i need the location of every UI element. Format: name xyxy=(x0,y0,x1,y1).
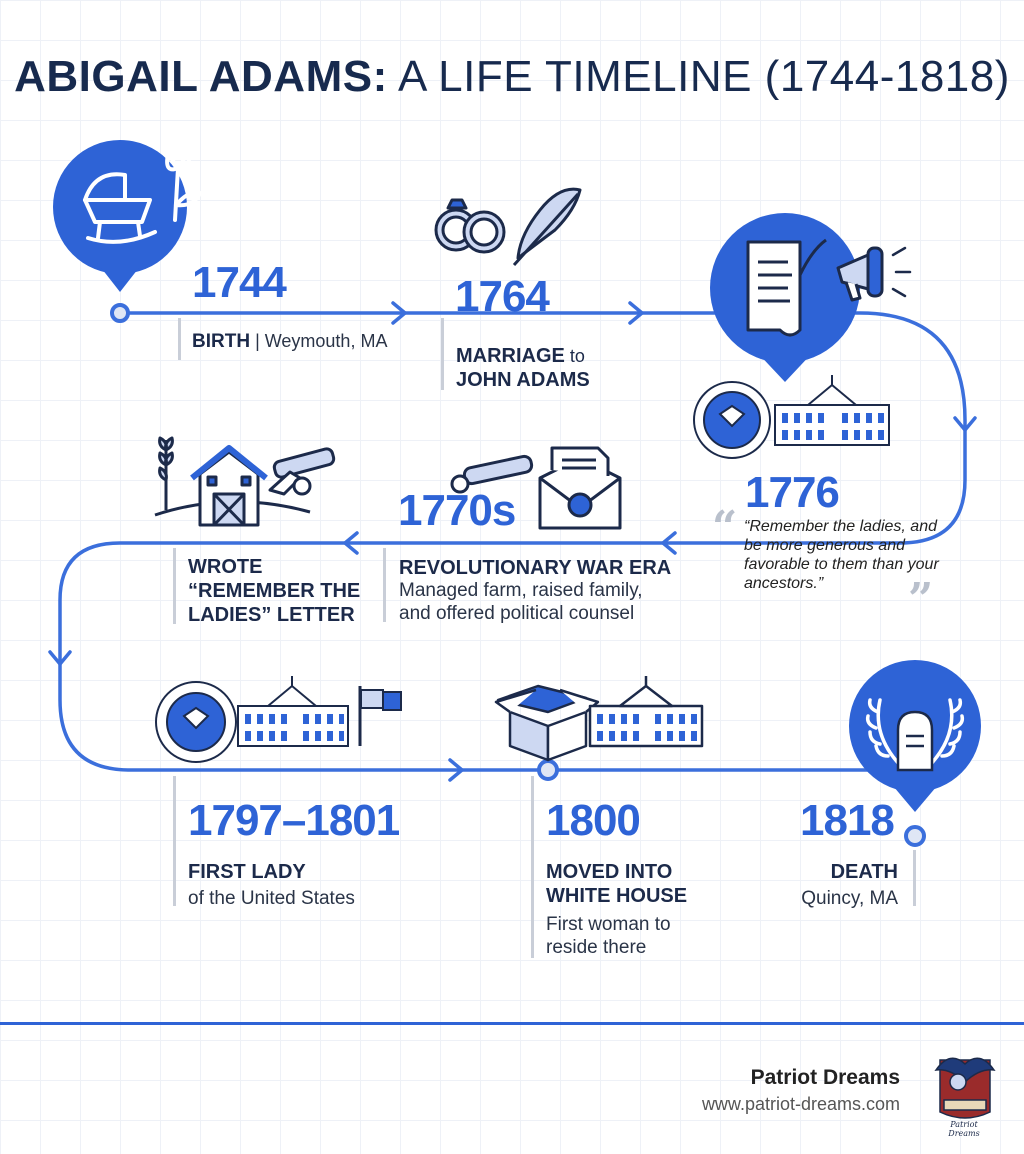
patriot-dreams-logo xyxy=(934,1057,996,1119)
quote-close-mark: ” xyxy=(908,574,934,625)
event-letter-label: WROTE “REMEMBER THE LADIES” LETTER xyxy=(188,556,361,626)
cradle-icon xyxy=(53,140,202,292)
event-1744-label: BIRTH xyxy=(192,331,251,352)
divider-1764 xyxy=(441,318,444,390)
divider-1744 xyxy=(178,318,181,360)
event-1770s-detail: Managed farm, raised family, and offered… xyxy=(399,580,643,624)
divider-1818 xyxy=(913,850,916,906)
event-1764-label-small: to xyxy=(564,346,585,366)
event-1800-detail: First woman to reside there xyxy=(546,914,671,958)
event-1764-label2: JOHN ADAMS xyxy=(456,369,590,391)
brand-url[interactable]: www.patriot-dreams.com xyxy=(701,1094,900,1114)
divider-1797 xyxy=(173,776,176,906)
year-1818: 1818 xyxy=(800,796,895,845)
year-1764: 1764 xyxy=(455,272,550,321)
logo-text: Patriot Dreams xyxy=(948,1120,980,1138)
event-1818-detail: Quincy, MA xyxy=(801,888,898,909)
footer-divider xyxy=(0,1022,1024,1025)
event-1744-text: BIRTH | Weymouth, MA xyxy=(192,330,387,354)
year-1797-1801: 1797–1801 xyxy=(188,796,400,845)
event-1800-label: MOVED INTO WHITE HOUSE xyxy=(546,861,688,907)
scroll-megaphone-icon xyxy=(710,213,912,382)
event-1764-label-bold: MARRIAGE xyxy=(456,345,565,367)
laurel-gravestone-icon xyxy=(849,660,981,812)
divider-1800 xyxy=(531,776,534,958)
box-whitehouse-icon xyxy=(494,676,704,762)
year-1776: 1776 xyxy=(745,468,840,517)
barn-cannon-icon xyxy=(154,436,336,527)
year-1800: 1800 xyxy=(546,796,641,845)
page-title: ABIGAIL ADAMS: A LIFE TIMELINE (1744-181… xyxy=(0,52,1024,102)
title-strong: ABIGAIL ADAMS: xyxy=(14,52,388,101)
timeline-dot-end xyxy=(904,825,926,847)
rings-quill-icon xyxy=(434,187,582,267)
seal-whitehouse-icon-1776 xyxy=(693,375,890,459)
event-1797-detail: of the United States xyxy=(188,888,355,909)
seal-whitehouse-flag-icon xyxy=(155,676,402,763)
timeline-dot-start xyxy=(110,303,130,323)
title-rest: A LIFE TIMELINE (1744-1818) xyxy=(387,52,1010,101)
event-1818-label: DEATH xyxy=(830,861,898,883)
footer-brand: Patriot Dreams www.patriot-dreams.com xyxy=(702,1066,900,1115)
cannon-letter-icon xyxy=(450,446,622,530)
quote-open-mark: “ xyxy=(712,502,738,553)
event-1770s-label: REVOLUTIONARY WAR ERA xyxy=(399,557,672,579)
quote-1776: “Remember the ladies, and be more genero… xyxy=(744,518,939,592)
brand-name: Patriot Dreams xyxy=(750,1066,900,1089)
year-1744: 1744 xyxy=(192,258,287,307)
event-1797-label: FIRST LADY xyxy=(188,861,306,883)
divider-1770s xyxy=(383,548,386,622)
event-1744-detail: | Weymouth, MA xyxy=(250,331,388,351)
event-1764-label: MARRIAGE to JOHN ADAMS xyxy=(456,344,590,392)
timeline-dot-1800 xyxy=(537,759,559,781)
year-1770s: 1770s xyxy=(398,486,516,535)
divider-letter xyxy=(173,548,176,624)
